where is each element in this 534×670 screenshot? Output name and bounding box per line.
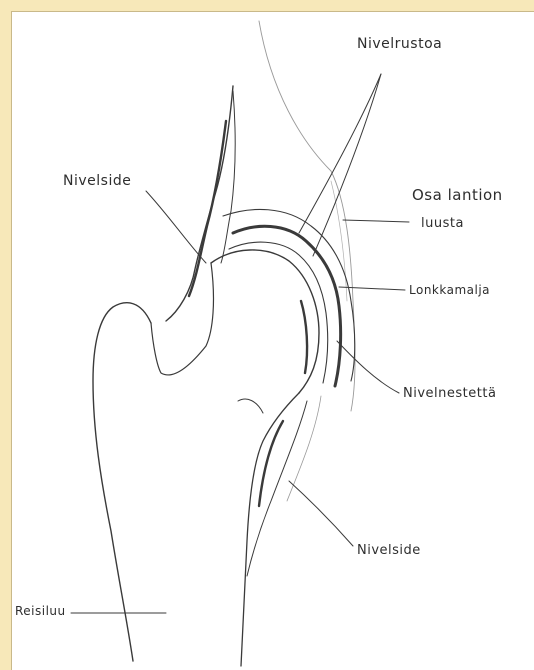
pointer-nivelrustoa bbox=[299, 74, 381, 233]
pelvic-bone bbox=[223, 209, 355, 381]
label-nivelside-bottom: Nivelside bbox=[357, 543, 421, 558]
femoral-head bbox=[211, 250, 319, 393]
femoral-neck-shadow bbox=[259, 421, 283, 506]
label-osa-lantion: Osa lantion bbox=[412, 186, 503, 204]
articular-cartilage bbox=[229, 242, 328, 383]
label-nivelside-top: Nivelside bbox=[63, 173, 131, 189]
ligament-upper bbox=[166, 86, 233, 321]
label-lonkkamalja: Lonkkamalja bbox=[409, 283, 490, 297]
label-nivelrustoa: Nivelrustoa bbox=[357, 36, 442, 52]
ligament-lower bbox=[247, 401, 307, 576]
pointer-nivelside-bottom bbox=[289, 481, 353, 546]
label-reisiluu: Reisiluu bbox=[15, 604, 66, 618]
drawing-paper: Nivelrustoa Nivelside Osa lantion luusta… bbox=[11, 11, 534, 670]
femoral-neck-lower bbox=[241, 393, 299, 666]
pointer-nivelside-top bbox=[146, 191, 206, 263]
greater-trochanter bbox=[93, 303, 151, 661]
pointer-osa-lantion bbox=[343, 220, 409, 222]
joint-fluid-band bbox=[301, 301, 307, 373]
hip-joint-drawing: Nivelrustoa Nivelside Osa lantion luusta… bbox=[12, 12, 534, 670]
label-nivelnestetta: Nivelnestettä bbox=[403, 386, 496, 401]
head-fovea-line bbox=[238, 399, 263, 413]
label-luusta: luusta bbox=[421, 216, 464, 231]
trochanter-top bbox=[151, 263, 213, 375]
pointer-nivelnestetta bbox=[337, 341, 399, 393]
ligament-upper-edge bbox=[221, 91, 235, 263]
